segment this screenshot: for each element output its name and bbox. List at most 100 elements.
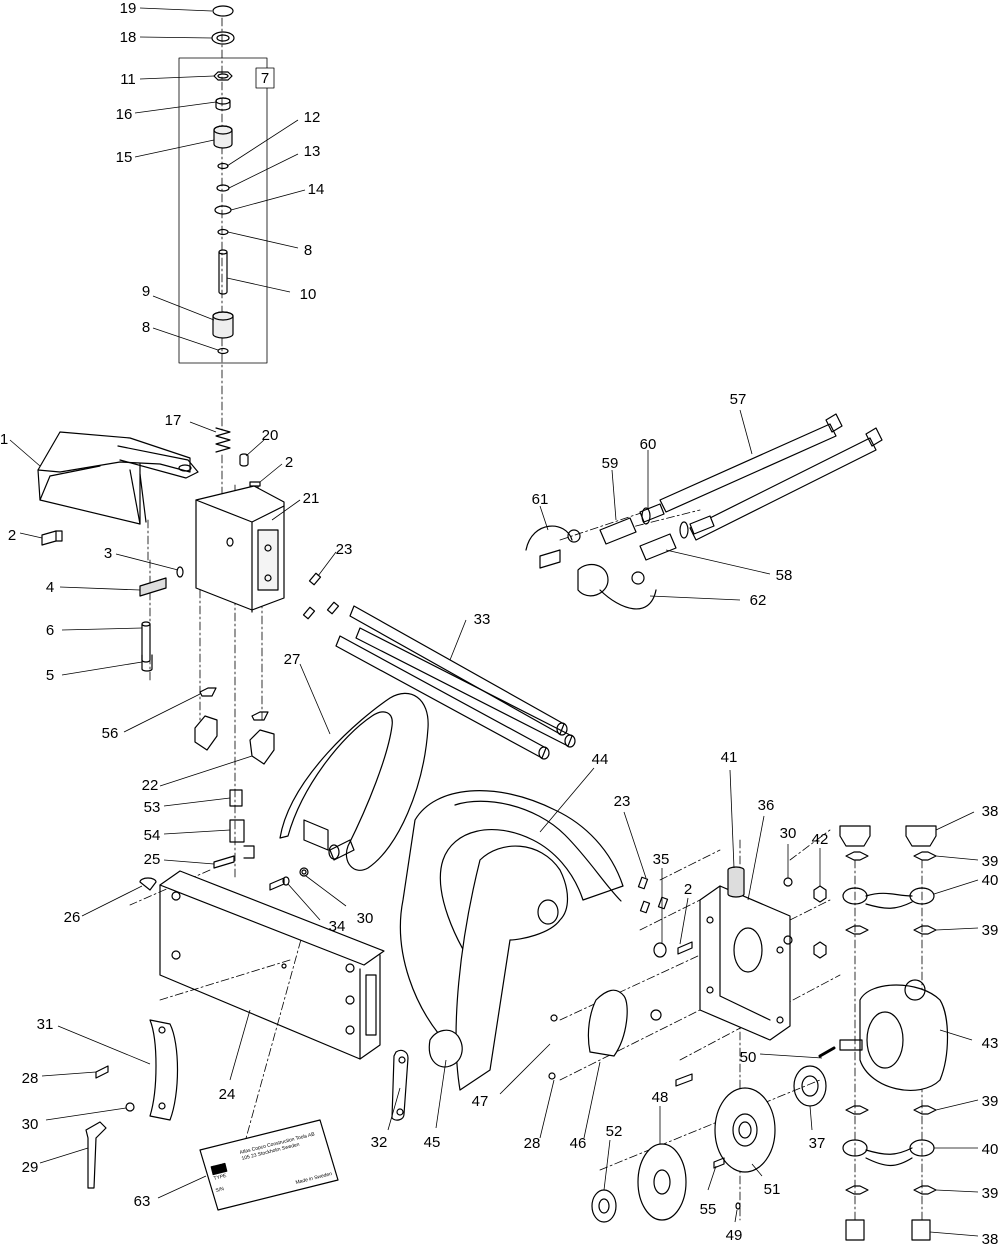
callout-60: 60 bbox=[640, 436, 657, 453]
callout-4: 4 bbox=[46, 579, 54, 596]
callout-47: 47 bbox=[472, 1093, 489, 1110]
callout-41: 41 bbox=[721, 749, 738, 766]
handle-bracket bbox=[37, 431, 199, 525]
link bbox=[391, 1049, 409, 1121]
callout-6: 6 bbox=[46, 622, 54, 639]
callout-25: 25 bbox=[144, 851, 161, 868]
callout-56: 56 bbox=[102, 725, 119, 742]
hydraulic-motor bbox=[839, 979, 949, 1091]
callout-51: 51 bbox=[764, 1181, 781, 1198]
callout-2-top: 2 bbox=[285, 454, 293, 471]
callout-23-left: 23 bbox=[336, 541, 353, 558]
left-small-parts bbox=[41, 530, 275, 891]
pin bbox=[727, 866, 745, 898]
bracket-hardware bbox=[548, 877, 836, 1087]
nameplate-sn-label: S/N bbox=[215, 1186, 225, 1194]
callout-23-right: 23 bbox=[614, 793, 631, 810]
callout-40-top: 40 bbox=[982, 872, 999, 889]
group-box-label-frame bbox=[255, 67, 275, 89]
callout-15: 15 bbox=[116, 149, 133, 166]
callout-20: 20 bbox=[262, 427, 279, 444]
blade-guard bbox=[399, 790, 624, 1091]
callout-50: 50 bbox=[740, 1049, 757, 1066]
callout-22: 22 bbox=[142, 777, 159, 794]
flange bbox=[714, 1087, 776, 1173]
callout-30-left: 30 bbox=[22, 1116, 39, 1133]
callout-58: 58 bbox=[776, 567, 793, 584]
callout-29: 29 bbox=[22, 1159, 39, 1176]
callout-28-right: 28 bbox=[524, 1135, 541, 1152]
callout-24: 24 bbox=[219, 1086, 236, 1103]
callout-28-left: 28 bbox=[22, 1070, 39, 1087]
cam-plate bbox=[587, 989, 628, 1057]
callout-36: 36 bbox=[758, 797, 775, 814]
washer bbox=[793, 1065, 827, 1107]
callout-31: 31 bbox=[37, 1016, 54, 1033]
callout-59: 59 bbox=[602, 455, 619, 472]
ball bbox=[735, 1202, 741, 1210]
hydraulic-hoses bbox=[639, 413, 883, 541]
blade-flange bbox=[637, 1143, 687, 1221]
nameplate-type-label: TYPE bbox=[213, 1173, 228, 1182]
mounting-beam bbox=[159, 870, 385, 1060]
leader-lines bbox=[9, 7, 979, 1237]
group-box-label: 7 bbox=[261, 70, 269, 87]
callout-26: 26 bbox=[64, 909, 81, 926]
callout-8-bottom: 8 bbox=[142, 319, 150, 336]
callout-52: 52 bbox=[606, 1123, 623, 1140]
callout-48: 48 bbox=[652, 1089, 669, 1106]
quick-couplings bbox=[525, 517, 677, 610]
callout-45: 45 bbox=[424, 1134, 441, 1151]
callout-10: 10 bbox=[300, 286, 317, 303]
callout-30-right: 30 bbox=[780, 825, 797, 842]
callout-39-d: 39 bbox=[982, 1185, 999, 1202]
callout-43: 43 bbox=[982, 1035, 999, 1052]
assembly-axis-lines bbox=[129, 17, 923, 1231]
callout-34: 34 bbox=[329, 918, 346, 935]
callout-57: 57 bbox=[730, 391, 747, 408]
callout-18: 18 bbox=[120, 29, 137, 46]
guide-bars bbox=[335, 605, 576, 760]
lever bbox=[85, 1121, 107, 1189]
callout-8-top: 8 bbox=[304, 242, 312, 259]
nut bbox=[591, 1189, 617, 1223]
callout-17: 17 bbox=[165, 412, 182, 429]
callout-39-c: 39 bbox=[982, 1093, 999, 1110]
callout-62: 62 bbox=[750, 592, 767, 609]
callout-13: 13 bbox=[304, 143, 321, 160]
callout-32: 32 bbox=[371, 1134, 388, 1151]
group-box bbox=[178, 57, 268, 364]
callout-44: 44 bbox=[592, 751, 609, 768]
callout-3: 3 bbox=[104, 545, 112, 562]
callout-37: 37 bbox=[809, 1135, 826, 1152]
callout-35: 35 bbox=[653, 851, 670, 868]
callout-63: 63 bbox=[134, 1193, 151, 1210]
callout-39-b: 39 bbox=[982, 922, 999, 939]
callout-16: 16 bbox=[116, 106, 133, 123]
callout-2-left: 2 bbox=[8, 527, 16, 544]
callout-61: 61 bbox=[532, 491, 549, 508]
beam-hardware bbox=[95, 867, 309, 1112]
callout-39-a: 39 bbox=[982, 853, 999, 870]
callout-33: 33 bbox=[474, 611, 491, 628]
valve-stack-parts bbox=[211, 5, 261, 499]
callout-9: 9 bbox=[142, 283, 150, 300]
callout-12: 12 bbox=[304, 109, 321, 126]
banjo-fittings bbox=[839, 825, 937, 1241]
valve-block bbox=[195, 485, 285, 613]
callout-27: 27 bbox=[284, 651, 301, 668]
callout-46: 46 bbox=[570, 1135, 587, 1152]
callout-55: 55 bbox=[700, 1201, 717, 1218]
nameplate bbox=[199, 1119, 339, 1211]
motor-bracket bbox=[699, 885, 791, 1041]
callout-53: 53 bbox=[144, 799, 161, 816]
callout-11: 11 bbox=[120, 71, 136, 88]
hose-loop bbox=[279, 692, 429, 871]
callout-30-beam: 30 bbox=[357, 910, 374, 927]
callout-1: 1 bbox=[0, 431, 8, 448]
callout-38-bottom: 38 bbox=[982, 1231, 999, 1248]
screw bbox=[713, 1157, 725, 1169]
callout-40-bottom: 40 bbox=[982, 1141, 999, 1158]
callout-19: 19 bbox=[120, 0, 137, 17]
